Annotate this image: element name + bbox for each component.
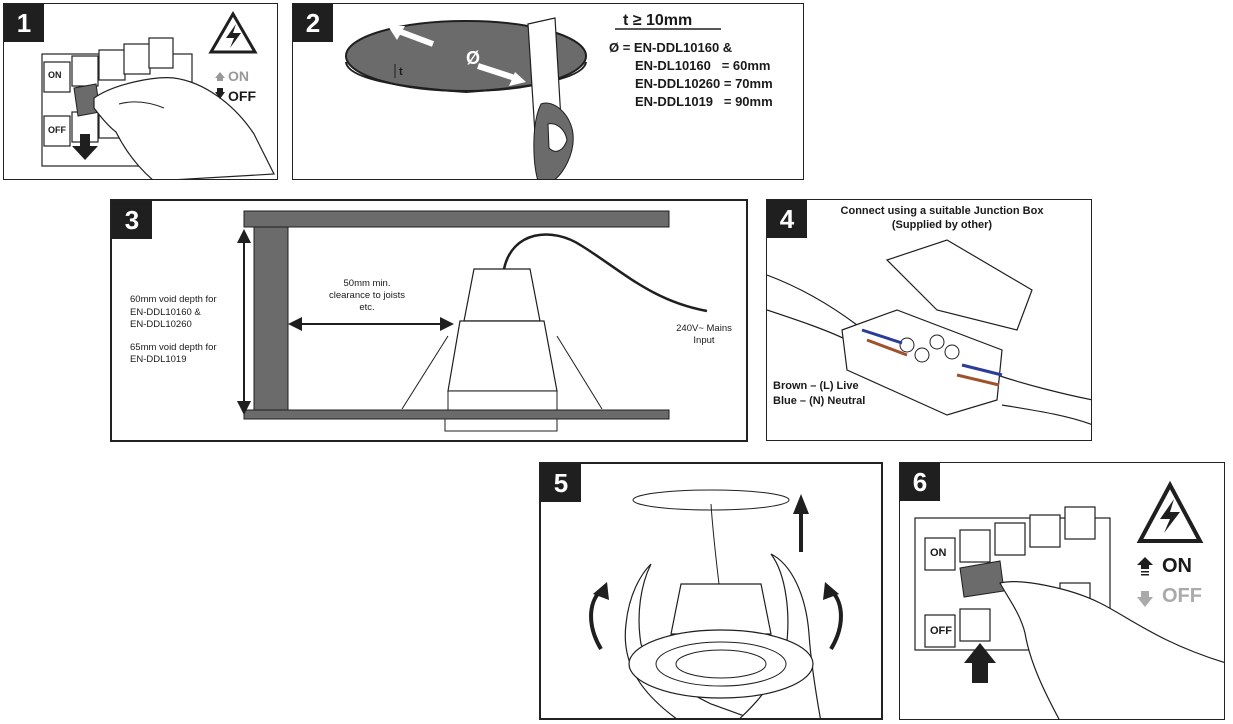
spec-line-4: EN-DDL1019 = 90mm [635, 94, 773, 109]
step-number: 2 [293, 4, 333, 42]
clearance-text-1: 50mm min. [343, 278, 391, 289]
blue-neutral-label: Blue – (N) Neutral [773, 395, 866, 407]
void-depth-text-2: EN-DDL10160 & [130, 307, 201, 318]
clearance-text-3: etc. [359, 302, 375, 313]
junction-instruction-2: (Supplied by other) [891, 219, 993, 231]
void-depth-text-4: 65mm void depth for [130, 342, 217, 353]
spec-line-3: EN-DDL10260 = 70mm [635, 76, 773, 91]
on-label: ON [1162, 555, 1192, 577]
void-depth-text-1: 60mm void depth for [130, 294, 217, 305]
switch-off-label: OFF [930, 625, 952, 637]
breaker-illustration [41, 11, 275, 179]
void-depth-text-3: EN-DDL10260 [130, 319, 192, 330]
step-number: 1 [4, 4, 44, 42]
step-number: 4 [767, 200, 807, 238]
breaker-on-illustration [914, 480, 1224, 719]
diameter-symbol: Ø [466, 48, 481, 68]
junction-instruction-1: Connect using a suitable Junction Box [840, 205, 1044, 217]
step-4-panel: 4 Connect using a suitable Junction Box … [766, 199, 1092, 441]
thickness-symbol: t [399, 66, 403, 78]
switch-on-label: ON [48, 70, 62, 80]
void-depth-text-5: EN-DDL1019 [130, 354, 187, 365]
step-number: 6 [900, 463, 940, 501]
off-label: OFF [1162, 585, 1202, 607]
step-3-panel: 3 60mm void depth for EN-DDL10160 & EN-D… [110, 199, 748, 442]
step-1-panel: 1 ON OFF ON OFF [3, 3, 278, 180]
junction-box-illustration [767, 239, 1091, 425]
clearance-text-2: clearance to joists [328, 290, 406, 301]
step-6-panel: 6 ON OFF ON OFF [899, 462, 1225, 720]
step-number: 3 [112, 201, 152, 239]
spec-line-1: Ø = EN-DDL10160 & [609, 40, 733, 55]
off-label: OFF [228, 88, 256, 104]
fitting-installation-illustration [589, 489, 843, 718]
brown-live-label: Brown – (L) Live [773, 380, 859, 392]
step-2-panel: 2 Ø t t ≥ 10mm Ø = EN-DDL10160 & EN-DL10… [292, 3, 804, 180]
ceiling-cutout-illustration [345, 17, 721, 179]
thickness-requirement: t ≥ 10mm [623, 12, 693, 29]
mains-text-1: 240V~ Mains [676, 323, 732, 334]
switch-on-label: ON [930, 547, 947, 559]
step-5-panel: 5 [539, 462, 883, 720]
void-depth-diagram [237, 210, 708, 432]
spec-line-2: EN-DL10160 = 60mm [635, 58, 771, 73]
step-number: 5 [541, 464, 581, 502]
switch-off-label: OFF [48, 125, 66, 135]
on-label: ON [228, 68, 249, 84]
mains-text-2: Input [693, 335, 715, 346]
